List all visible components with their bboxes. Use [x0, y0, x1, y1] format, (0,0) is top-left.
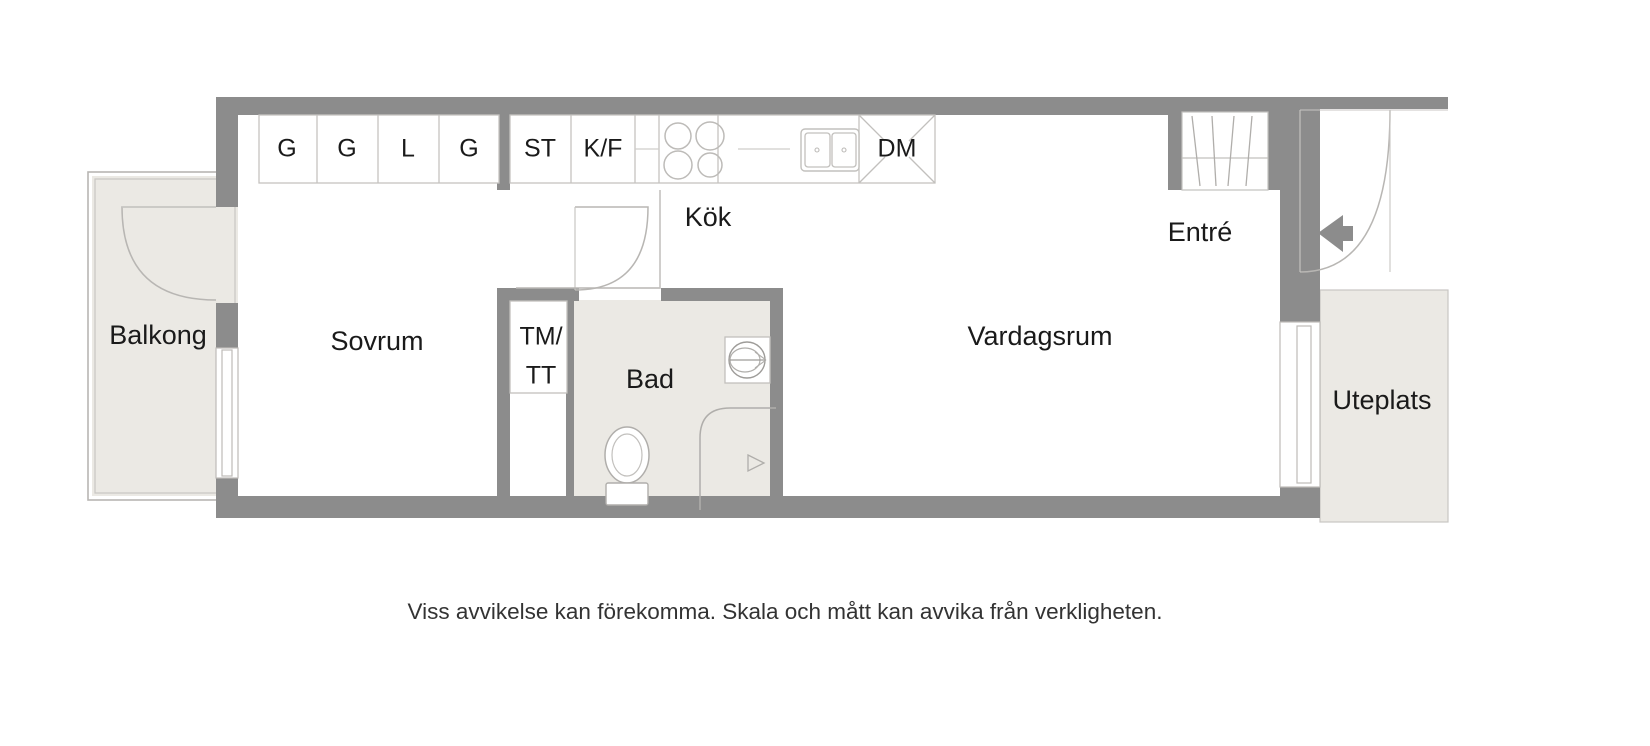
bathroom-fixtures — [509, 300, 776, 510]
cabinet-label-dm: DM — [878, 135, 917, 163]
balcony-door-arc — [121, 206, 217, 301]
room-label-entre: Entré — [1168, 217, 1233, 247]
appliance-labels: TM/ TT — [519, 323, 562, 390]
disclaimer-caption: Viss avvikelse kan förekomma. Skala och … — [408, 599, 1163, 624]
cabinet-labels: G G L G ST K/F DM — [277, 135, 916, 163]
room-label-balkong: Balkong — [109, 320, 207, 350]
bathroom-door-arc — [516, 190, 661, 289]
room-labels: Balkong Sovrum Kök Bad Vardagsrum Entré … — [109, 202, 1431, 415]
room-label-sovrum: Sovrum — [330, 326, 423, 356]
shower-enclosure-icon — [699, 407, 776, 510]
burner-bottom-right — [697, 152, 723, 178]
entrance-door-arc — [1299, 109, 1391, 273]
wall-left-upper — [216, 97, 238, 207]
entrance-direction-arrow — [1318, 215, 1353, 252]
cabinet-label-kf: K/F — [584, 135, 623, 163]
patio-window — [1279, 321, 1321, 488]
room-label-uteplats: Uteplats — [1332, 385, 1431, 415]
wall-closet-left — [1168, 112, 1182, 190]
room-label-kok: Kök — [685, 202, 732, 232]
kitchen-sink-icon — [800, 128, 860, 172]
room-label-vardagsrum: Vardagsrum — [967, 321, 1112, 351]
cabinet-label-st: ST — [524, 135, 556, 163]
balcony-window — [215, 347, 239, 479]
kitchen-cabinets — [258, 114, 936, 184]
room-label-bad: Bad — [626, 364, 674, 394]
burner-top-right — [695, 121, 725, 151]
bad-floor — [572, 300, 776, 510]
toilet-icon — [604, 426, 650, 506]
cabinet-run-left — [258, 114, 500, 184]
wall-bad-top-left — [497, 288, 579, 301]
wall-sovrum-right — [497, 288, 510, 518]
label-tt: TT — [526, 362, 557, 390]
wall-bad-right — [770, 288, 783, 518]
cabinet-run-right — [509, 114, 936, 184]
balkong-floor — [92, 176, 238, 496]
wall-bad-top-right — [661, 288, 783, 301]
entry-wardrobe-icon — [1181, 111, 1269, 191]
shower-door-arrow — [747, 453, 766, 473]
wall-top-right-return — [1320, 97, 1448, 109]
wall-closet-right — [1268, 112, 1282, 190]
wall-sovrum-kok-upper — [497, 112, 510, 190]
cabinet-label-l1: L — [401, 135, 415, 163]
cabinet-label-g2: G — [337, 135, 356, 163]
washer-dryer-box — [509, 300, 568, 394]
burner-bottom-left — [663, 150, 693, 180]
cabinet-label-g1: G — [277, 135, 296, 163]
wall-tmtt-divider — [566, 300, 574, 518]
stove-icon — [663, 121, 725, 180]
burner-top-left — [664, 122, 692, 150]
wall-top-exterior — [216, 97, 1320, 115]
wall-right-pier-lower — [1280, 487, 1320, 518]
wall-right-pier-upper — [1280, 290, 1320, 322]
wall-bottom-exterior — [216, 496, 1320, 518]
outdoor-areas — [87, 171, 1449, 523]
door-swings — [121, 109, 1448, 301]
windows — [215, 321, 1321, 488]
wall-left-lower — [216, 478, 238, 518]
wall-left-pier — [216, 303, 238, 348]
uteplats-floor — [1320, 290, 1448, 522]
cabinet-label-g3: G — [459, 135, 478, 163]
label-tm: TM/ — [519, 323, 562, 351]
washbasin-icon — [724, 336, 771, 384]
dishwasher-icon — [858, 114, 936, 184]
